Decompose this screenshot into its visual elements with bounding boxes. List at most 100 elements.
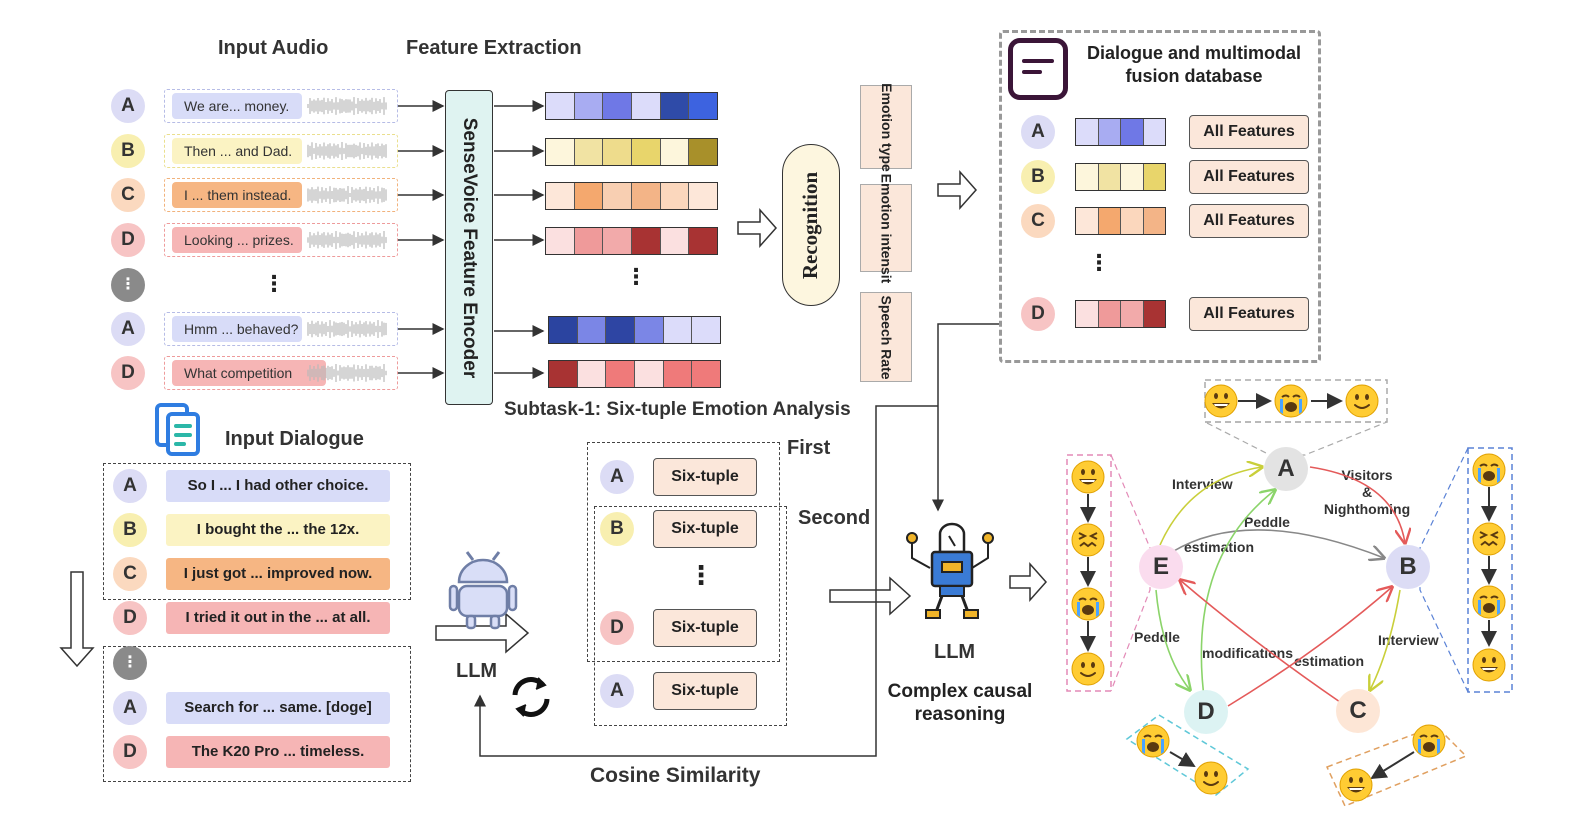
dialogue-speaker-3: D bbox=[113, 601, 147, 635]
waveform-icon bbox=[307, 186, 387, 204]
crying-face-icon bbox=[1136, 724, 1170, 758]
audio-speaker-4: ⋮ bbox=[111, 268, 145, 302]
llm-right-label: LLM bbox=[934, 641, 976, 663]
audio-speaker-6: D bbox=[111, 356, 145, 390]
db-speaker-2: C bbox=[1021, 204, 1055, 238]
audio-ellipsis: ⋮ bbox=[263, 271, 285, 296]
graph-node-a: A bbox=[1264, 447, 1308, 491]
complex-causal-label: Complex causal reasoning bbox=[887, 681, 1033, 725]
crying-face-icon bbox=[1412, 724, 1446, 758]
cosine-similarity-label: Cosine Similarity bbox=[590, 764, 761, 787]
audio-transcript: Hmm ... behaved? bbox=[172, 316, 302, 342]
waveform-icon bbox=[307, 320, 387, 338]
sensevoice-encoder: SenseVoice Feature Encoder bbox=[445, 90, 493, 405]
six-tuple-box-0: Six-tuple bbox=[653, 458, 757, 496]
audio-transcript: I ... them instead. bbox=[172, 182, 302, 208]
feature-strip-5 bbox=[548, 360, 721, 388]
grinning-face-icon bbox=[1339, 768, 1373, 802]
database-icon bbox=[1008, 38, 1068, 100]
crying-face-icon bbox=[1472, 585, 1506, 619]
six-tuple-speaker-3: A bbox=[600, 674, 634, 708]
edge-label-visitors: Visitors & Nighthoming bbox=[1323, 467, 1411, 517]
audio-transcript: We are... money. bbox=[172, 93, 302, 119]
dialogue-frame-bottom bbox=[103, 646, 411, 782]
audio-row-frame bbox=[164, 178, 398, 212]
dialogue-speaker-6: D bbox=[113, 735, 147, 769]
waveform-icon bbox=[307, 97, 387, 115]
feature-strip-2 bbox=[545, 182, 718, 210]
db-feature-strip-0 bbox=[1075, 118, 1166, 146]
recognition-box: Recognition bbox=[782, 144, 840, 306]
edge-label-peddle-left: Peddle bbox=[1134, 629, 1180, 645]
dialogue-speaker-0: A bbox=[113, 469, 147, 503]
attr-emotion-intensity: Emotion intensit bbox=[860, 173, 912, 283]
audio-transcript: What competition bbox=[172, 360, 326, 386]
feature-extraction-header: Feature Extraction bbox=[406, 37, 582, 59]
db-feature-strip-2 bbox=[1075, 207, 1166, 235]
audio-row-frame bbox=[164, 89, 398, 123]
dialogue-frame-top bbox=[103, 463, 411, 600]
confounded-face-icon bbox=[1071, 523, 1105, 557]
feature-strip-1 bbox=[545, 138, 718, 166]
edge-label-modifications: modifications bbox=[1202, 645, 1294, 661]
six-tuple-box-1: Six-tuple bbox=[653, 510, 757, 548]
slightly-smiling-face-icon bbox=[1345, 384, 1379, 418]
db-speaker-0: A bbox=[1021, 115, 1055, 149]
second-label: Second bbox=[798, 507, 871, 529]
audio-speaker-5: A bbox=[111, 312, 145, 346]
six-tuple-box-3: Six-tuple bbox=[653, 672, 757, 710]
edge-label-estimation-bottom: estimation bbox=[1294, 653, 1365, 669]
dialogue-utterance: I tried it out in the ... at all. bbox=[166, 602, 390, 634]
graph-node-c: C bbox=[1336, 689, 1380, 733]
attr-emotion-type: Emotion type bbox=[860, 83, 912, 171]
graph-node-e: E bbox=[1139, 545, 1183, 589]
database-frame bbox=[999, 30, 1321, 363]
audio-row-frame bbox=[164, 356, 398, 390]
confounded-face-icon bbox=[1472, 522, 1506, 556]
db-feature-strip-1 bbox=[1075, 163, 1166, 191]
all-features-box-1: All Features bbox=[1189, 160, 1309, 194]
dialogue-speaker-1: B bbox=[113, 513, 147, 547]
six-tuple-speaker-1: B bbox=[600, 512, 634, 546]
six-tuple-speaker-0: A bbox=[600, 460, 634, 494]
dialogue-utterance: So I ... I had other choice. bbox=[166, 470, 390, 502]
all-features-box-3: All Features bbox=[1189, 297, 1309, 331]
input-dialogue-header: Input Dialogue bbox=[225, 428, 364, 450]
crying-face-icon bbox=[1071, 587, 1105, 621]
grinning-face-icon bbox=[1472, 648, 1506, 682]
dialogue-speaker-4: ⋮ bbox=[113, 646, 147, 680]
grinning-face-icon bbox=[1204, 384, 1238, 418]
edge-label-interview-right: Interview bbox=[1378, 632, 1439, 648]
recognition-label: Recognition bbox=[798, 171, 823, 279]
dialogue-speaker-2: C bbox=[113, 557, 147, 591]
dialogue-utterance: I just got ... improved now. bbox=[166, 558, 390, 590]
audio-speaker-0: A bbox=[111, 89, 145, 123]
audio-row-frame bbox=[164, 223, 398, 257]
edge-label-estimation-top: estimation bbox=[1184, 539, 1255, 555]
edge-label-peddle-top: Peddle bbox=[1244, 514, 1290, 530]
edge-label-interview-top: Interview bbox=[1172, 476, 1233, 492]
dialogue-utterance: The K20 Pro ... timeless. bbox=[166, 736, 390, 768]
crying-face-icon bbox=[1274, 384, 1308, 418]
feature-strip-0 bbox=[545, 92, 718, 120]
attr-speech-rate: Speech Rate bbox=[860, 292, 912, 382]
db-ellipsis: ⋮ bbox=[1088, 250, 1110, 275]
audio-speaker-1: B bbox=[111, 134, 145, 168]
crying-face-icon bbox=[1472, 453, 1506, 487]
refresh-icon bbox=[512, 677, 550, 717]
strip-ellipsis: ⋮ bbox=[625, 264, 647, 289]
feature-strip-4 bbox=[548, 316, 721, 344]
dialogue-utterance: Search for ... same. [doge] bbox=[166, 692, 390, 724]
input-audio-header: Input Audio bbox=[218, 37, 329, 59]
audio-transcript: Then ... and Dad. bbox=[172, 138, 302, 164]
subtask1-label: Subtask-1: Six-tuple Emotion Analysis bbox=[504, 399, 851, 420]
llm-robot-icon bbox=[906, 522, 994, 619]
feature-strip-3 bbox=[545, 227, 718, 255]
six-tuple-speaker-2: D bbox=[600, 611, 634, 645]
database-title: Dialogue and multimodal fusion database bbox=[1086, 43, 1301, 86]
waveform-icon bbox=[307, 231, 387, 249]
grinning-face-icon bbox=[1071, 460, 1105, 494]
six-tuple-ellipsis: ⋮ bbox=[688, 560, 714, 590]
db-speaker-3: D bbox=[1021, 297, 1055, 331]
dialogue-speaker-5: A bbox=[113, 691, 147, 725]
